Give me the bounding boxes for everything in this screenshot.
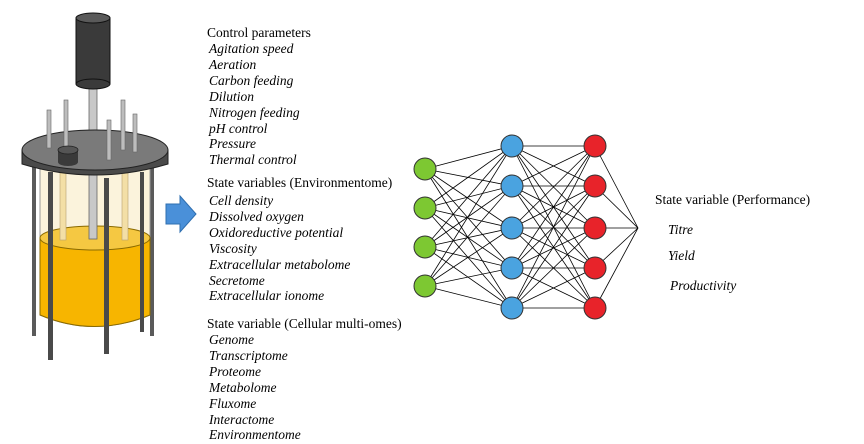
network-edge [424, 168, 513, 309]
reactor-motor-bottom [75, 78, 111, 90]
network-edge [424, 185, 513, 287]
network-edge [424, 267, 513, 287]
output-edge [594, 145, 639, 229]
control-parameter-item: Aeration [209, 56, 257, 72]
bioreactor-illustration [21, 12, 169, 360]
environmentome-item: Extracellular ionome [209, 288, 325, 304]
control-parameter-item: Thermal control [209, 152, 297, 168]
input-node [413, 196, 437, 220]
environmentome-heading: State variables (Environmentome) [207, 175, 393, 190]
network-edge [511, 227, 596, 269]
network-edge [424, 168, 513, 187]
control-parameter-item: Agitation speed [209, 41, 294, 56]
environmentome-item: Secretome [209, 272, 265, 288]
environmentome-item: Extracellular metabolome [209, 256, 351, 272]
input-node [413, 157, 437, 181]
output-node [583, 256, 607, 280]
reactor-rod [32, 160, 36, 336]
reactor-rod [104, 178, 109, 354]
hidden-node [500, 256, 524, 280]
output-node [583, 296, 607, 320]
network-edge [424, 227, 513, 248]
network-edge [424, 285, 513, 309]
hidden-node [500, 296, 524, 320]
cellular-multiome-item: Interactome [209, 411, 275, 427]
network-edge [424, 246, 513, 309]
cellular-multiome-item: Fluxome [209, 395, 257, 411]
reactor-port-top [57, 145, 79, 155]
performance-item-productivity: Productivity [670, 278, 737, 293]
hidden-node [500, 216, 524, 240]
control-parameter-item: Dilution [209, 88, 255, 104]
input-node [413, 274, 437, 298]
network-edge [424, 145, 513, 209]
flow-arrow-icon [165, 194, 197, 234]
output-node [583, 216, 607, 240]
cellular-multiomes-heading: State variable (Cellular multi-omes) [207, 316, 402, 331]
cellular-multiome-item: Transcriptome [209, 347, 288, 363]
network-edge [511, 145, 596, 269]
neural-network [413, 134, 639, 320]
network-edge [424, 207, 513, 269]
reactor-tube [59, 169, 67, 241]
network-edge [424, 168, 513, 229]
performance-item-yield: Yield [668, 248, 695, 263]
output-node [583, 134, 607, 158]
network-edge [424, 246, 513, 269]
reactor-probe [63, 99, 69, 151]
cellular-multiome-item: Genome [209, 332, 254, 347]
network-edge [511, 227, 596, 309]
network-edge [511, 145, 596, 229]
environmentome-item: Dissolved oxygen [209, 208, 304, 224]
output-edge [594, 227, 639, 309]
hidden-node [500, 174, 524, 198]
reactor-rod [140, 172, 144, 332]
input-node [413, 235, 437, 259]
network-edge [424, 145, 513, 287]
reactor-probe [106, 119, 112, 161]
network-edge [511, 267, 596, 309]
control-parameter-item: Nitrogen feeding [209, 104, 300, 120]
cellular-multiome-item: Environmentome [209, 427, 301, 443]
network-edge [424, 227, 513, 287]
reactor-lid-top [21, 129, 169, 171]
hidden-node [500, 134, 524, 158]
reactor-rod [48, 172, 53, 360]
cellular-multiome-item: Proteome [209, 363, 261, 379]
environmentome-item: Cell density [209, 193, 274, 208]
control-parameter-item: Carbon feeding [209, 72, 294, 88]
environmentome-item: Oxidoreductive potential [209, 224, 344, 240]
output-node [583, 174, 607, 198]
network-edge [511, 145, 596, 187]
network-edge [424, 207, 513, 309]
network-edge [424, 145, 513, 248]
network-edge [511, 185, 596, 309]
control-parameter-item: Pressure [209, 136, 256, 152]
network-edge [511, 145, 596, 309]
network-edge [424, 145, 513, 170]
reactor-probe [132, 113, 138, 153]
reactor-motor-top [75, 12, 111, 24]
reactor-liquid [39, 237, 151, 327]
network-edge [424, 168, 513, 269]
reactor-probe [120, 99, 126, 151]
reactor-probe [46, 109, 52, 149]
control-parameter-item: pH control [209, 120, 268, 136]
control-parameters-heading: Control parameters [207, 25, 311, 40]
performance-item-titre: Titre [668, 222, 694, 237]
performance-heading: State variable (Performance) [655, 192, 811, 207]
reactor-rod [150, 160, 154, 336]
cellular-multiome-item: Metabolome [209, 379, 277, 395]
environmentome-item: Viscosity [209, 240, 257, 256]
reactor-motor [75, 17, 111, 85]
network-edge [424, 207, 513, 229]
reactor-port-bottom [58, 158, 78, 166]
reactor-tube [121, 169, 129, 241]
